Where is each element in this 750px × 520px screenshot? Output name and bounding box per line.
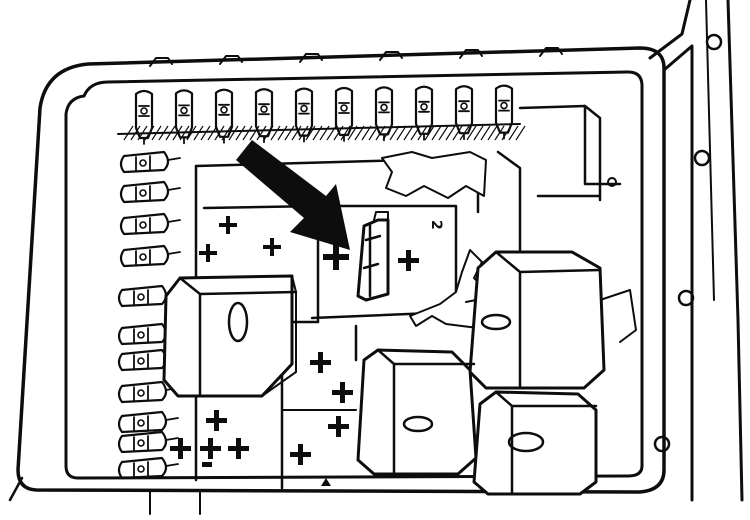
- fuse-icon: [174, 89, 194, 145]
- socket-block-lower: [170, 320, 358, 490]
- bracket-screw-icon: [607, 177, 617, 187]
- fuse-box-housing: [8, 46, 666, 515]
- fuse-icon: [134, 89, 154, 145]
- flange-outer-edge: [726, 0, 744, 502]
- fuse-icon: [374, 86, 394, 142]
- relay-mount-hole-icon: [402, 415, 434, 433]
- fuse-icon: [119, 180, 181, 204]
- fuse-icon: [414, 85, 434, 141]
- housing-corner-edge: [8, 476, 24, 502]
- side-clip: [599, 289, 637, 343]
- relay-mount-hole-icon: [507, 431, 545, 453]
- mounting-hole-icon: [677, 289, 695, 307]
- torn-edge-top: [381, 151, 487, 199]
- partition-right-wall: [496, 150, 522, 252]
- highlighted-fuse: [356, 211, 390, 302]
- housing-outer-rim: [16, 46, 666, 494]
- socket-block-center: 2: [310, 204, 458, 320]
- fuse-icon: [117, 410, 179, 434]
- relay-mount-hole-icon: [227, 301, 249, 343]
- cutaway-tears: [381, 151, 491, 329]
- fuse-icon: [334, 86, 354, 142]
- flange-fold-line: [705, 0, 715, 301]
- mounting-hole-icon: [653, 435, 671, 453]
- fuse-icon: [117, 456, 179, 480]
- fuse-icon: [254, 88, 274, 144]
- bracket-inner: [536, 104, 602, 202]
- fuse-icon: [119, 150, 181, 174]
- housing-bottom-lip: [149, 489, 201, 515]
- relay-lower-right: [472, 390, 598, 496]
- fuse-icon: [494, 84, 514, 140]
- relay-mount-hole-icon: [480, 313, 512, 331]
- relay-lower-center: [356, 348, 478, 476]
- fuse-icon: [117, 430, 179, 454]
- mounting-hole-icon: [693, 149, 711, 167]
- pointer-arrow-icon: [236, 140, 350, 250]
- fuse-icon: [454, 85, 474, 141]
- relay-upper-right: [465, 250, 606, 390]
- fuse-icon: [294, 87, 314, 143]
- housing-inner-rim: [64, 70, 644, 480]
- top-fuse-row: [134, 84, 514, 145]
- relay-upper-left: [162, 274, 298, 398]
- flange-top-edge: [648, 0, 692, 60]
- fuse-icon: [119, 212, 181, 236]
- housing-top-tabs: [149, 47, 563, 67]
- mounting-hole-icon: [705, 33, 723, 51]
- fuse-icon: [214, 88, 234, 144]
- terminal-number-label: 2: [428, 220, 444, 230]
- bracket-outline: [518, 104, 622, 186]
- mounting-flange: [648, 0, 744, 502]
- side-fuse-column: [117, 150, 181, 480]
- flange-face-edge: [662, 44, 694, 502]
- fuse-icon: [119, 244, 181, 268]
